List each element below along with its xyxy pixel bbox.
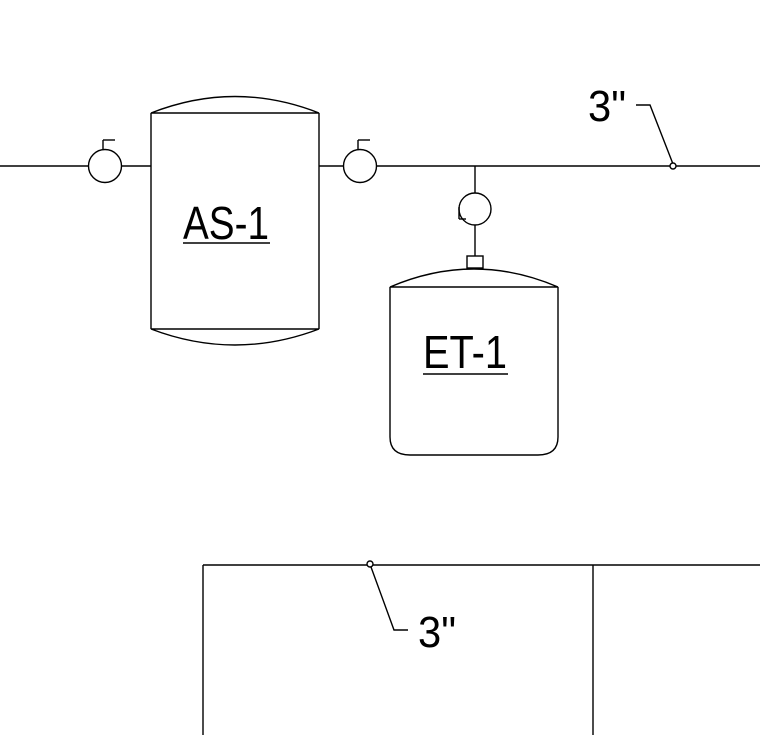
lower-main-pipe — [202, 564, 760, 735]
inlet-valve-icon — [87, 139, 123, 184]
air-separator-label: AS-1 — [183, 197, 269, 249]
upper-pipe-size-leader — [636, 104, 677, 170]
expansion-tank-valve-icon — [458, 192, 492, 226]
air-separator-tank — [150, 95, 320, 346]
outlet-valve-icon — [342, 139, 378, 184]
expansion-tank — [389, 255, 559, 456]
lower-pipe-size-label: 3" — [418, 608, 456, 657]
expansion-tank-label: ET-1 — [423, 326, 507, 378]
lower-pipe-size-leader — [366, 560, 408, 631]
upper-pipe-size-label: 3" — [588, 82, 626, 131]
